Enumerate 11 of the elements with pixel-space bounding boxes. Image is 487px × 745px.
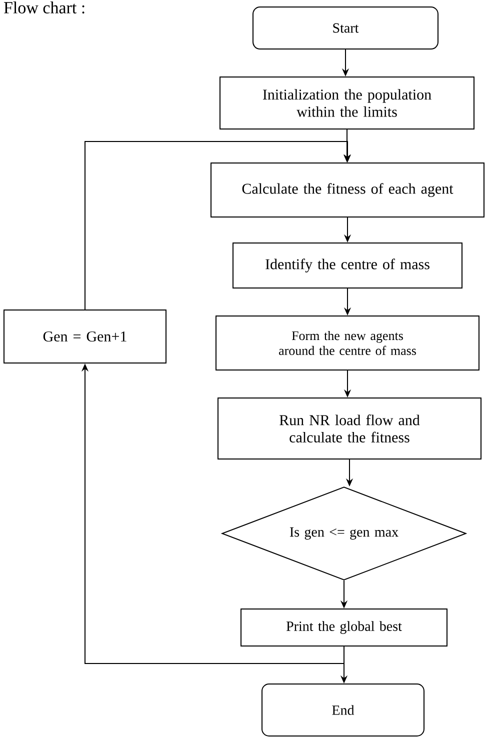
process-box: Run NR load flow and calculate the fitness <box>218 398 482 460</box>
process-box: Print the global best <box>240 608 448 646</box>
terminal-box: Start <box>252 6 438 50</box>
process-box: Form the new agents around the centre of mass <box>216 316 480 370</box>
arrow <box>84 141 352 310</box>
process-box: Identify the centre of mass <box>232 242 462 288</box>
process-box: Gen = Gen+1 <box>4 310 166 364</box>
process-box: Calculate the fitness of each agent <box>210 162 484 218</box>
terminal-box: End <box>262 684 424 736</box>
heading: Flow chart : <box>4 2 84 14</box>
process-box: Initialization the population within the limits <box>220 76 474 130</box>
